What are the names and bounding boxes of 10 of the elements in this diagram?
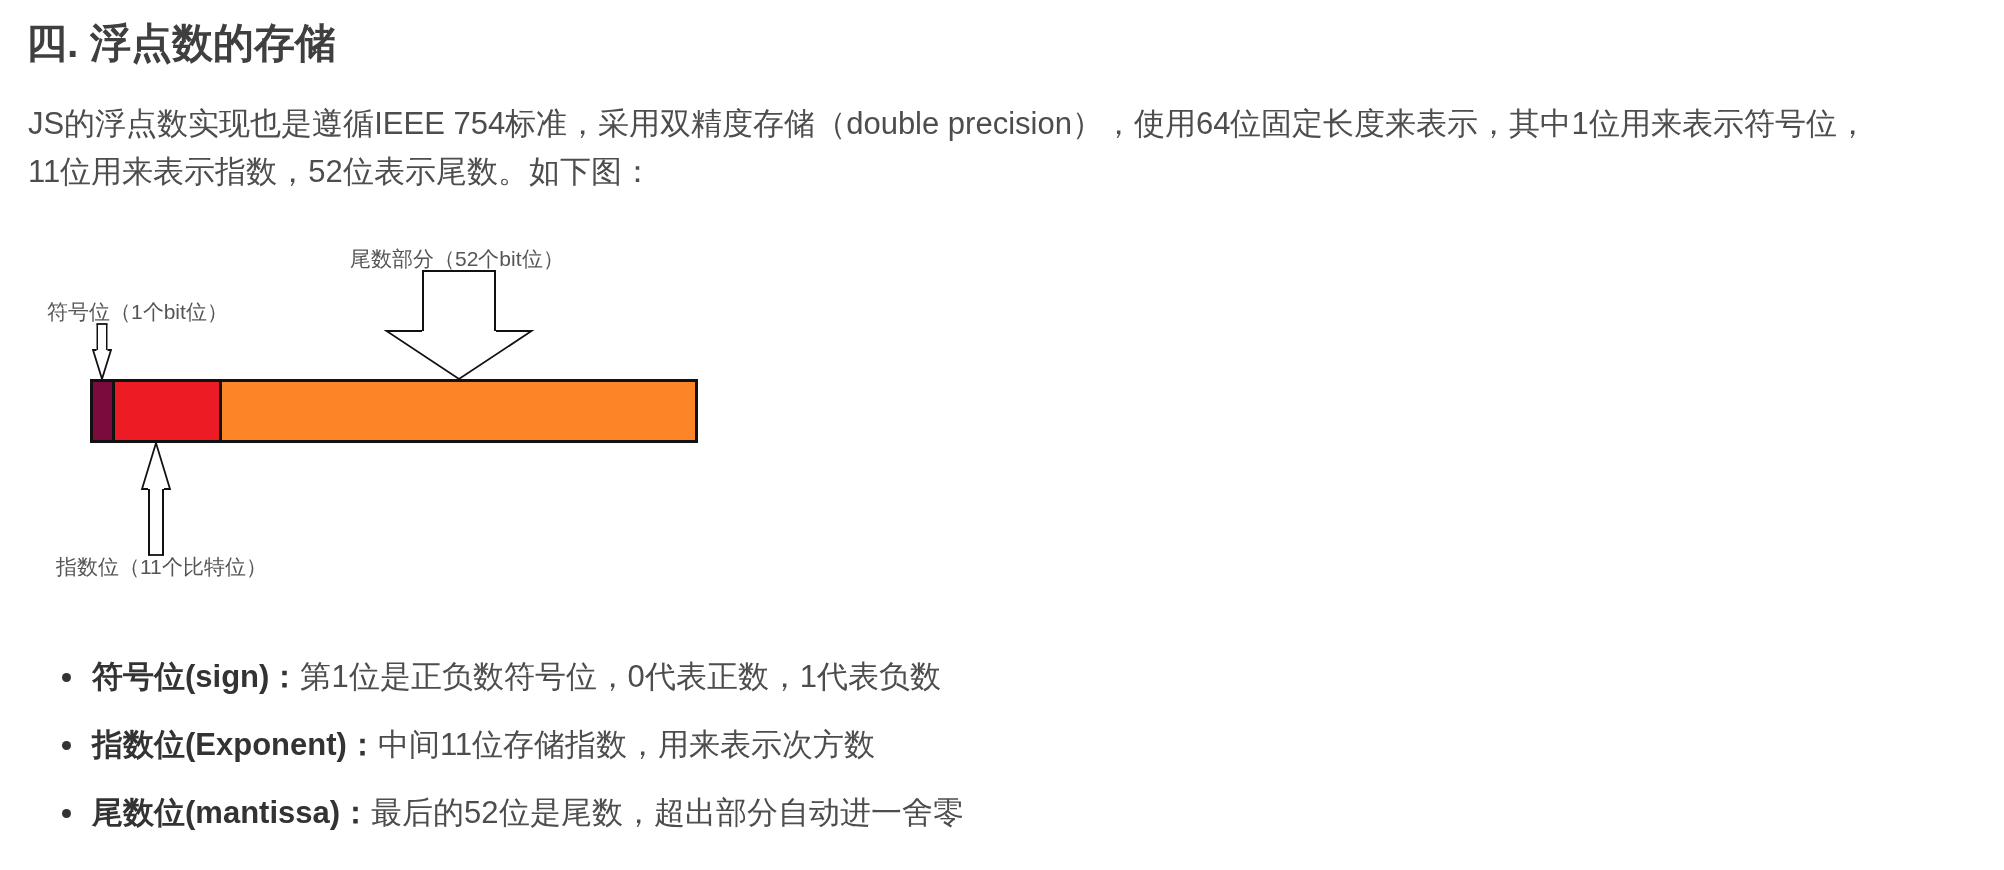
- paragraph: JS的浮点数实现也是遵循IEEE 754标准，采用双精度存储（double precision），使用64位固定长度来表示，其中1位用来表示符号位，11位用来表示指数，52位表示尾数。如下图：: [28, 105, 1869, 191]
- mantissa-segment: [219, 379, 698, 443]
- callout-label: 符号位（1个bit位）: [47, 300, 228, 324]
- exponent-segment: [112, 379, 222, 443]
- section-heading: 四. 浮点数的存储: [26, 19, 336, 68]
- list-item: 符号位(sign)：第1位是正负数符号位，0代表正数，1代表负数: [92, 658, 942, 696]
- callout-label: 尾数部分（52个bit位）: [350, 247, 564, 271]
- list-item: 尾数位(mantissa)：最后的52位是尾数，超出部分自动进一舍零: [92, 794, 964, 832]
- callout-label: 指数位（11个比特位）: [56, 555, 267, 579]
- list-item: 指数位(Exponent)：中间11位存储指数，用来表示次方数: [92, 726, 876, 764]
